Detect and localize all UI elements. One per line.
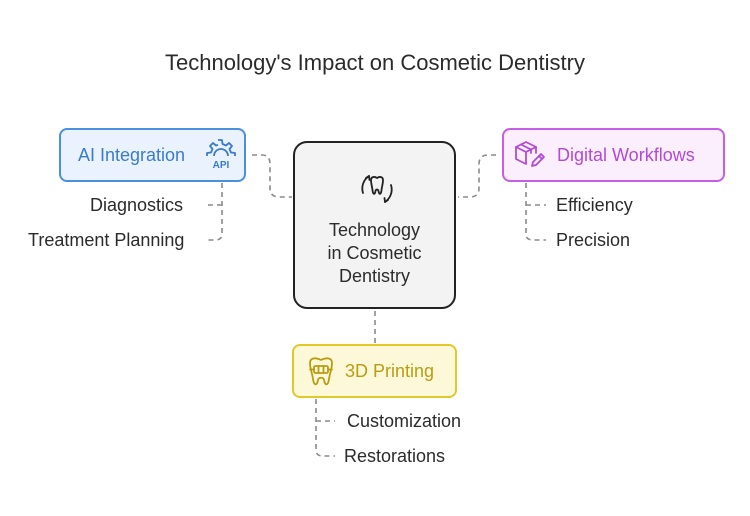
central-topic: Technology in Cosmetic Dentistry bbox=[293, 141, 456, 309]
leaf-precision: Precision bbox=[556, 230, 631, 250]
central-line-2: in Cosmetic bbox=[327, 243, 422, 263]
3d-printing-label: 3D Printing bbox=[345, 360, 435, 381]
svg-text:API: API bbox=[213, 160, 230, 171]
leaf-restorations: Restorations bbox=[344, 446, 446, 466]
digital-workflows-label: Digital Workflows bbox=[557, 144, 695, 165]
leaf-treatment-planning: Treatment Planning bbox=[28, 230, 185, 250]
ai-integration-node: AI Integration API bbox=[59, 128, 246, 182]
central-topic-label: Technology in Cosmetic Dentistry bbox=[295, 219, 454, 288]
tooth-braces-icon bbox=[309, 357, 333, 386]
ai-integration-label: AI Integration bbox=[78, 144, 186, 165]
central-line-3: Dentistry bbox=[338, 266, 410, 286]
gear-api-icon: API bbox=[206, 139, 236, 171]
digital-workflows-node: Digital Workflows bbox=[502, 128, 725, 182]
3d-printing-node: 3D Printing bbox=[292, 344, 457, 398]
box-edit-icon bbox=[515, 141, 545, 167]
central-line-1: Technology bbox=[328, 220, 421, 240]
leaf-diagnostics: Diagnostics bbox=[90, 195, 184, 215]
leaf-efficiency: Efficiency bbox=[556, 195, 633, 215]
diagram-title: Technology's Impact on Cosmetic Dentistr… bbox=[165, 50, 585, 75]
leaf-customization: Customization bbox=[347, 411, 462, 431]
tooth-cycle-icon bbox=[361, 175, 393, 203]
